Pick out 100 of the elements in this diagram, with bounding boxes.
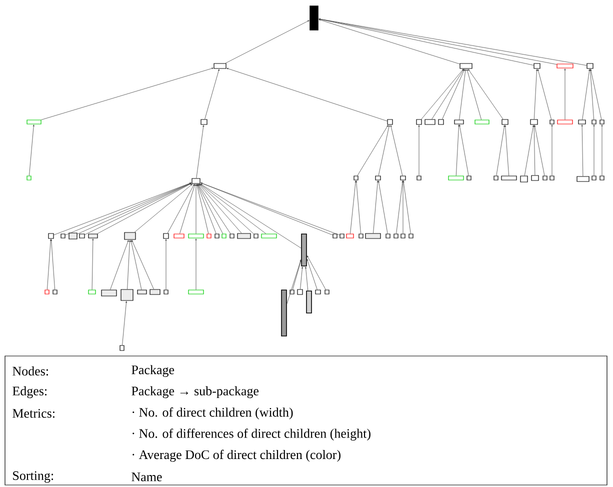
- package-box: [531, 175, 539, 181]
- arrow: [196, 125, 204, 178]
- table-cell: Nodes:: [12, 366, 48, 376]
- package-box: [290, 290, 294, 294]
- package-box: [466, 176, 472, 180]
- arrow: [200, 184, 266, 234]
- arrow: [134, 184, 192, 232]
- arrow: [92, 238, 94, 290]
- package-bar: [301, 234, 307, 266]
- table-cell: · No. of differences of direct children (height): [132, 428, 370, 441]
- table-cell: · Average DoC of direct children (color): [132, 450, 340, 462]
- package-box: [416, 176, 422, 180]
- arrow: [305, 266, 308, 291]
- package-box: [586, 63, 594, 69]
- arrow: [456, 124, 460, 176]
- arrow: [593, 124, 595, 176]
- package-box: [550, 176, 554, 180]
- package-box: [520, 176, 528, 182]
- package-bar: [306, 290, 312, 314]
- package-box: [501, 176, 517, 180]
- arrow: [197, 184, 216, 234]
- arrow: [504, 125, 510, 176]
- package-box: [124, 232, 136, 240]
- package-box: [346, 234, 354, 238]
- arrow: [524, 125, 534, 176]
- table-cell: Name: [132, 472, 162, 482]
- package-box: [576, 176, 590, 182]
- arrow: [468, 69, 504, 120]
- arrow: [130, 240, 142, 290]
- package-box: [416, 119, 422, 125]
- arrow: [534, 125, 545, 176]
- package-box: [460, 63, 472, 69]
- arrow: [590, 69, 602, 120]
- table-cell: Package → sub-package: [132, 386, 259, 398]
- arrow: [551, 124, 553, 176]
- arrow: [378, 180, 388, 234]
- package-box: [68, 232, 78, 240]
- arrow: [122, 301, 128, 346]
- package-box: [188, 234, 204, 238]
- package-box: [550, 120, 554, 124]
- package-box: [315, 290, 321, 294]
- arrow: [226, 68, 388, 122]
- arrow: [204, 69, 220, 120]
- package-box: [454, 120, 464, 124]
- arrow: [132, 240, 154, 290]
- arrow: [396, 180, 404, 234]
- arrow: [378, 125, 390, 176]
- arrow: [300, 266, 303, 290]
- package-box: [120, 289, 134, 301]
- package-box: [88, 234, 98, 238]
- package-box: [261, 234, 277, 238]
- arrow: [582, 69, 590, 120]
- package-box: [237, 233, 251, 239]
- arrow: [442, 69, 465, 120]
- package-box: [297, 289, 303, 295]
- package-box: [214, 63, 226, 69]
- arrow: [165, 239, 167, 290]
- package-box: [163, 233, 169, 239]
- package-box: [174, 234, 184, 238]
- arrow: [466, 69, 482, 120]
- package-box: [222, 234, 226, 238]
- package-box: [52, 290, 58, 294]
- arrow: [306, 256, 326, 290]
- package-box: [394, 234, 398, 238]
- package-box: [324, 290, 330, 294]
- package-box: [502, 119, 508, 125]
- package-box: [365, 233, 381, 239]
- arrow: [496, 125, 505, 176]
- arrow: [601, 124, 603, 176]
- arrow: [390, 125, 403, 176]
- arrow: [50, 239, 56, 290]
- arrow: [29, 124, 34, 176]
- package-box: [534, 63, 540, 69]
- package-box: [358, 234, 364, 238]
- arrow: [196, 184, 209, 234]
- package-box: [137, 290, 147, 294]
- arrow: [432, 69, 464, 120]
- package-box: [600, 176, 604, 180]
- arrow: [198, 184, 242, 234]
- package-box: [556, 64, 574, 68]
- package-box: [408, 234, 414, 238]
- arrow: [373, 180, 378, 234]
- package-box: [592, 176, 596, 180]
- arrow: [199, 184, 254, 234]
- arrow: [590, 69, 594, 120]
- arrow: [180, 184, 196, 234]
- arrow: [538, 69, 552, 120]
- arrow: [357, 125, 388, 176]
- package-box: [375, 176, 381, 180]
- package-box: [188, 290, 204, 294]
- package-box: [214, 234, 220, 238]
- arrow: [533, 125, 536, 176]
- package-box: [600, 120, 604, 124]
- package-box: [400, 234, 406, 238]
- arrow: [581, 124, 584, 176]
- arrow: [197, 184, 224, 234]
- package-box: [88, 290, 96, 294]
- arrow: [350, 180, 356, 234]
- table-cell: Package: [132, 365, 174, 377]
- package-box: [200, 119, 208, 125]
